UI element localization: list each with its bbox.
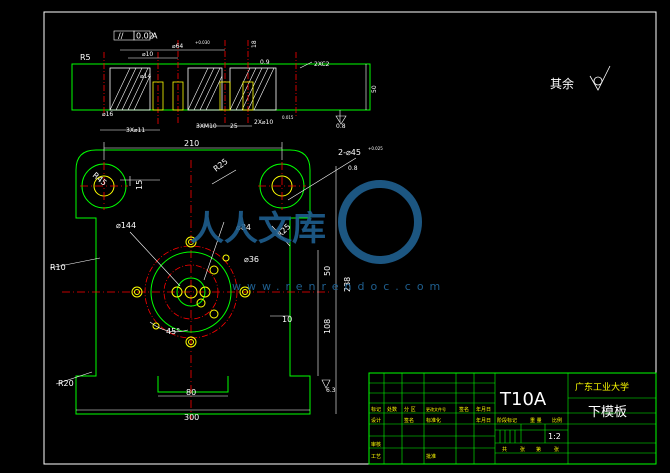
scale-value: 1:2 — [548, 432, 561, 441]
datum-a-label: A — [152, 32, 158, 41]
roughness-63-label: 6.3 — [326, 387, 336, 394]
center-hole — [184, 285, 198, 299]
roughness-symbol-bottom — [321, 379, 331, 389]
tb-row2-c1: 设计 — [371, 417, 381, 424]
plate-outline — [75, 149, 311, 415]
section-hatch — [109, 67, 275, 111]
section-outline — [71, 63, 371, 111]
bolt-circle-84 — [163, 264, 219, 320]
dim-18-label: 18 — [251, 40, 258, 48]
dim-10-label: 10 — [282, 315, 292, 324]
flatness-symbol: // — [118, 32, 124, 41]
height-50-label: 50 — [371, 85, 378, 93]
remainder-note: 其余 — [550, 76, 574, 91]
plan-centerlines — [62, 160, 330, 420]
pin-hole-label: 2X⌀10 — [254, 119, 273, 126]
diameter-10-label: ⌀10 — [142, 51, 153, 58]
diameter-64-label: ⌀64 — [172, 43, 183, 50]
tb-row1-c3: 分 区 — [404, 406, 416, 413]
section-dimension-lines — [100, 30, 367, 131]
radius-r25-top-label: R25 — [212, 157, 230, 174]
tb-row1-c2: 处数 — [387, 406, 397, 413]
roughness-08-label: 0.8 — [336, 123, 346, 130]
tb-row1-c4: 更改文件号 — [426, 406, 446, 412]
width-210-label: 210 — [184, 139, 199, 148]
dim-15-label: 15 — [135, 180, 144, 190]
plan-dimension-lines — [49, 142, 357, 414]
pin-hole-tolerance: 0.015 — [282, 115, 294, 120]
counterbore-circle — [150, 251, 232, 333]
diameter-36-label: ⌀36 — [244, 255, 259, 264]
flatness-value: 0.02 — [136, 32, 154, 41]
drawing-frame — [43, 11, 657, 465]
title-block: T10A 广东工业大学 下模板 1:2 标记 处数 分 区 更改文件号 签名 年… — [368, 372, 657, 465]
tb-row4-c3: 批准 — [426, 453, 436, 460]
tb-stage-mark: 阶段标记 — [497, 417, 517, 424]
width-300-label: 300 — [184, 413, 199, 422]
tb-row1-c1: 标记 — [371, 406, 381, 413]
angle-45-label: 45° — [166, 327, 180, 336]
tb-weight: 重 量 — [530, 417, 542, 424]
remainder-roughness-symbol — [589, 65, 611, 91]
guide-hole-tolerance: +0.025 — [368, 146, 383, 151]
bottom-slot — [157, 376, 229, 393]
part-name: 下模板 — [588, 405, 627, 420]
material-label: T10A — [499, 389, 547, 410]
roughness-09-label: 0.9 — [260, 59, 270, 66]
section-view: R5 // 0.02 A ⌀10 ⌀64 +0.030 ⌀16 ⌀14 3X⌀1… — [71, 30, 378, 134]
holes-3x11-label: 3X⌀11 — [126, 127, 145, 134]
radius-r20-label: R20 — [58, 379, 74, 388]
center-boss — [176, 277, 206, 307]
tb-row2-c4: 年月日 — [476, 417, 491, 424]
plan-view: 210 R45 R25 15 2-⌀45 +0.025 0.8 ⌀144 ⌀84… — [49, 115, 383, 422]
tb-total: 共 — [502, 446, 507, 453]
diameter-144-label: ⌀144 — [116, 221, 136, 230]
radius-r10-label: R10 — [50, 263, 66, 272]
watermark: 人人文库 www.renrendoc.com — [190, 180, 446, 293]
tb-sheets-a: 张 — [520, 446, 525, 453]
roughness-08-plan-label: 0.8 — [348, 165, 358, 172]
tb-row3-c1: 审核 — [371, 441, 381, 448]
watermark-url: www.renrendoc.com — [232, 280, 446, 293]
diameter-64-tolerance: +0.030 — [195, 40, 210, 45]
section-holes — [152, 81, 254, 111]
guide-hole-label: 2-⌀45 — [338, 148, 361, 157]
diameter-84-label: ⌀84 — [236, 223, 251, 232]
thread-depth-label: 25 — [230, 123, 238, 130]
roughness-symbol-top — [335, 115, 347, 125]
watermark-text: 人人文库 — [190, 209, 326, 249]
radius-r45-label: R45 — [91, 171, 109, 188]
right-guide-boss — [259, 163, 305, 209]
tb-row2-c3: 标准化 — [426, 417, 441, 424]
dim-238-label: 238 — [343, 277, 352, 292]
dim-108-label: 108 — [323, 319, 332, 334]
tb-row1-c6: 年月日 — [476, 406, 491, 413]
dim-50-label: 50 — [323, 266, 332, 276]
tb-sheets-b: 张 — [554, 446, 559, 453]
tb-row1-c5: 签名 — [459, 406, 469, 413]
bolt-holes — [131, 236, 251, 348]
radius-r5-label: R5 — [80, 53, 91, 62]
thread-m10-label: 3XM10 — [196, 123, 217, 130]
diameter-14-label: ⌀14 — [140, 73, 151, 80]
tb-no: 第 — [536, 446, 541, 453]
watermark-logo-ring — [338, 180, 422, 264]
width-80-label: 80 — [186, 388, 196, 397]
bolt-circle-144 — [144, 245, 238, 339]
tb-row4-c1: 工艺 — [371, 454, 381, 460]
diameter-16-label: ⌀16 — [102, 111, 113, 118]
tb-scale-label: 比例 — [552, 417, 562, 424]
chamfer-2xc2-label: 2XC2 — [314, 61, 330, 68]
tb-row2-c2: 签名 — [404, 417, 414, 424]
school-name: 广东工业大学 — [575, 381, 629, 393]
